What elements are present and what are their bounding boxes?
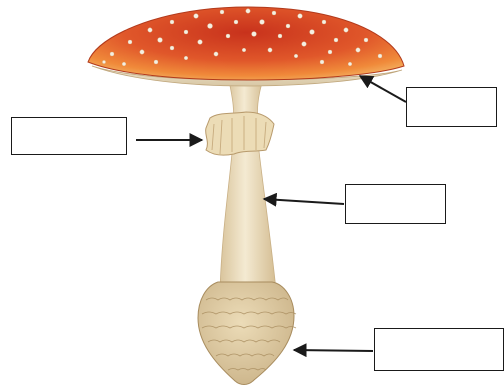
stem-leader-arrow [264,199,344,204]
cap-leader-arrow [360,76,406,102]
stem-label-box[interactable] [345,184,446,224]
mushroom-cap [88,7,404,80]
mushroom-ring [206,112,274,155]
ring-label-box[interactable] [11,117,127,155]
mushroom-stem [220,142,276,290]
volva-label-box[interactable] [374,328,504,371]
volva-leader-arrow [294,350,373,351]
cap-label-box[interactable] [406,87,497,127]
